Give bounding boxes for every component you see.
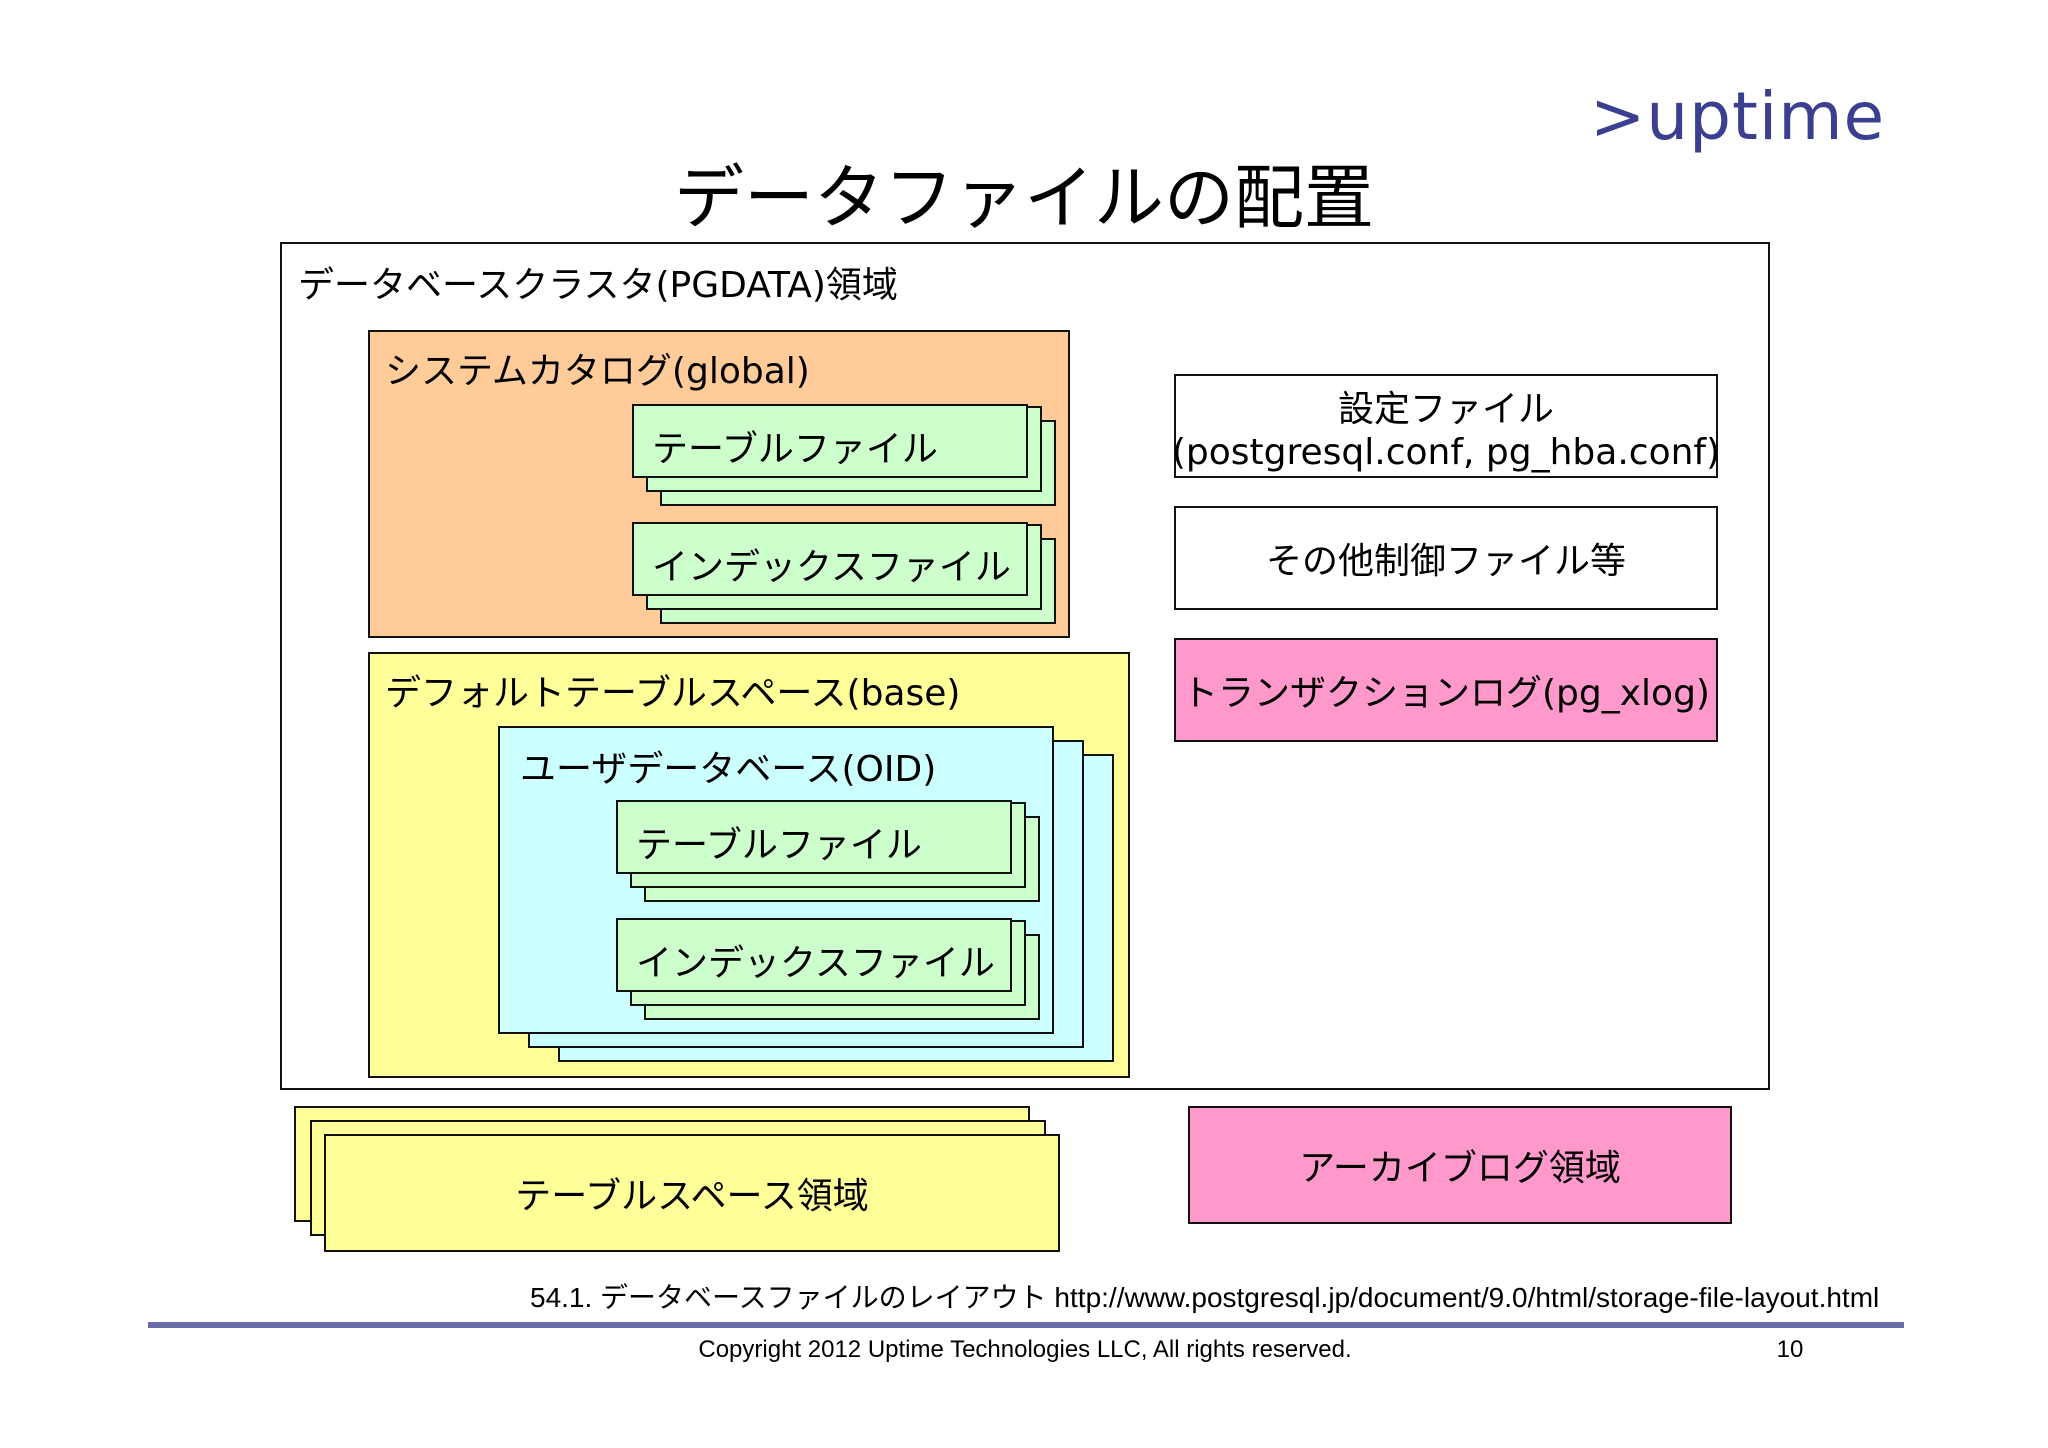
config-file-title: 設定ファイル	[1337, 388, 1554, 430]
tablespace-area-box: テーブルスペース領域	[324, 1134, 1060, 1252]
archive-log-area-box: アーカイブログ領域	[1188, 1106, 1732, 1224]
userdb-table-file-box: テーブルファイル	[616, 800, 1012, 874]
other-control-files-box: その他制御ファイル等	[1174, 506, 1718, 610]
config-file-box: 設定ファイル (postgresql.conf, pg_hba.conf)	[1171, 374, 1721, 478]
system-catalog-label: システムカタログ(global)	[385, 351, 810, 392]
global-index-file-label: インデックスファイル	[652, 547, 1011, 588]
page-number: 10	[1776, 1336, 1804, 1363]
userdb-index-file-box: インデックスファイル	[616, 918, 1012, 992]
global-table-file-label: テーブルファイル	[652, 429, 938, 470]
userdb-index-file-label: インデックスファイル	[636, 943, 995, 984]
userdb-table-file-label: テーブルファイル	[636, 825, 922, 866]
uptime-logo: >uptime	[1590, 78, 1886, 155]
config-file-names: (postgresql.conf, pg_hba.conf)	[1171, 431, 1721, 473]
transaction-log-box: トランザクションログ(pg_xlog)	[1174, 638, 1718, 742]
footer-divider	[148, 1322, 1904, 1328]
reference-link-text: 54.1. データベースファイルのレイアウト http://www.postgr…	[530, 1282, 1880, 1313]
global-table-file-box: テーブルファイル	[632, 404, 1028, 478]
user-database-label: ユーザデータベース(OID)	[520, 749, 937, 790]
cluster-area-label: データベースクラスタ(PGDATA)領域	[298, 265, 898, 306]
copyright-text: Copyright 2012 Uptime Technologies LLC, …	[698, 1336, 1352, 1363]
other-control-files-label: その他制御ファイル等	[1265, 541, 1626, 582]
transaction-log-label: トランザクションログ(pg_xlog)	[1182, 673, 1710, 714]
tablespace-area-label: テーブルスペース領域	[515, 1176, 869, 1217]
archive-log-area-label: アーカイブログ領域	[1299, 1148, 1621, 1189]
slide-title: データファイルの配置	[674, 157, 1374, 239]
global-index-file-box: インデックスファイル	[632, 522, 1028, 596]
default-tablespace-label: デフォルトテーブルスペース(base)	[385, 673, 961, 714]
